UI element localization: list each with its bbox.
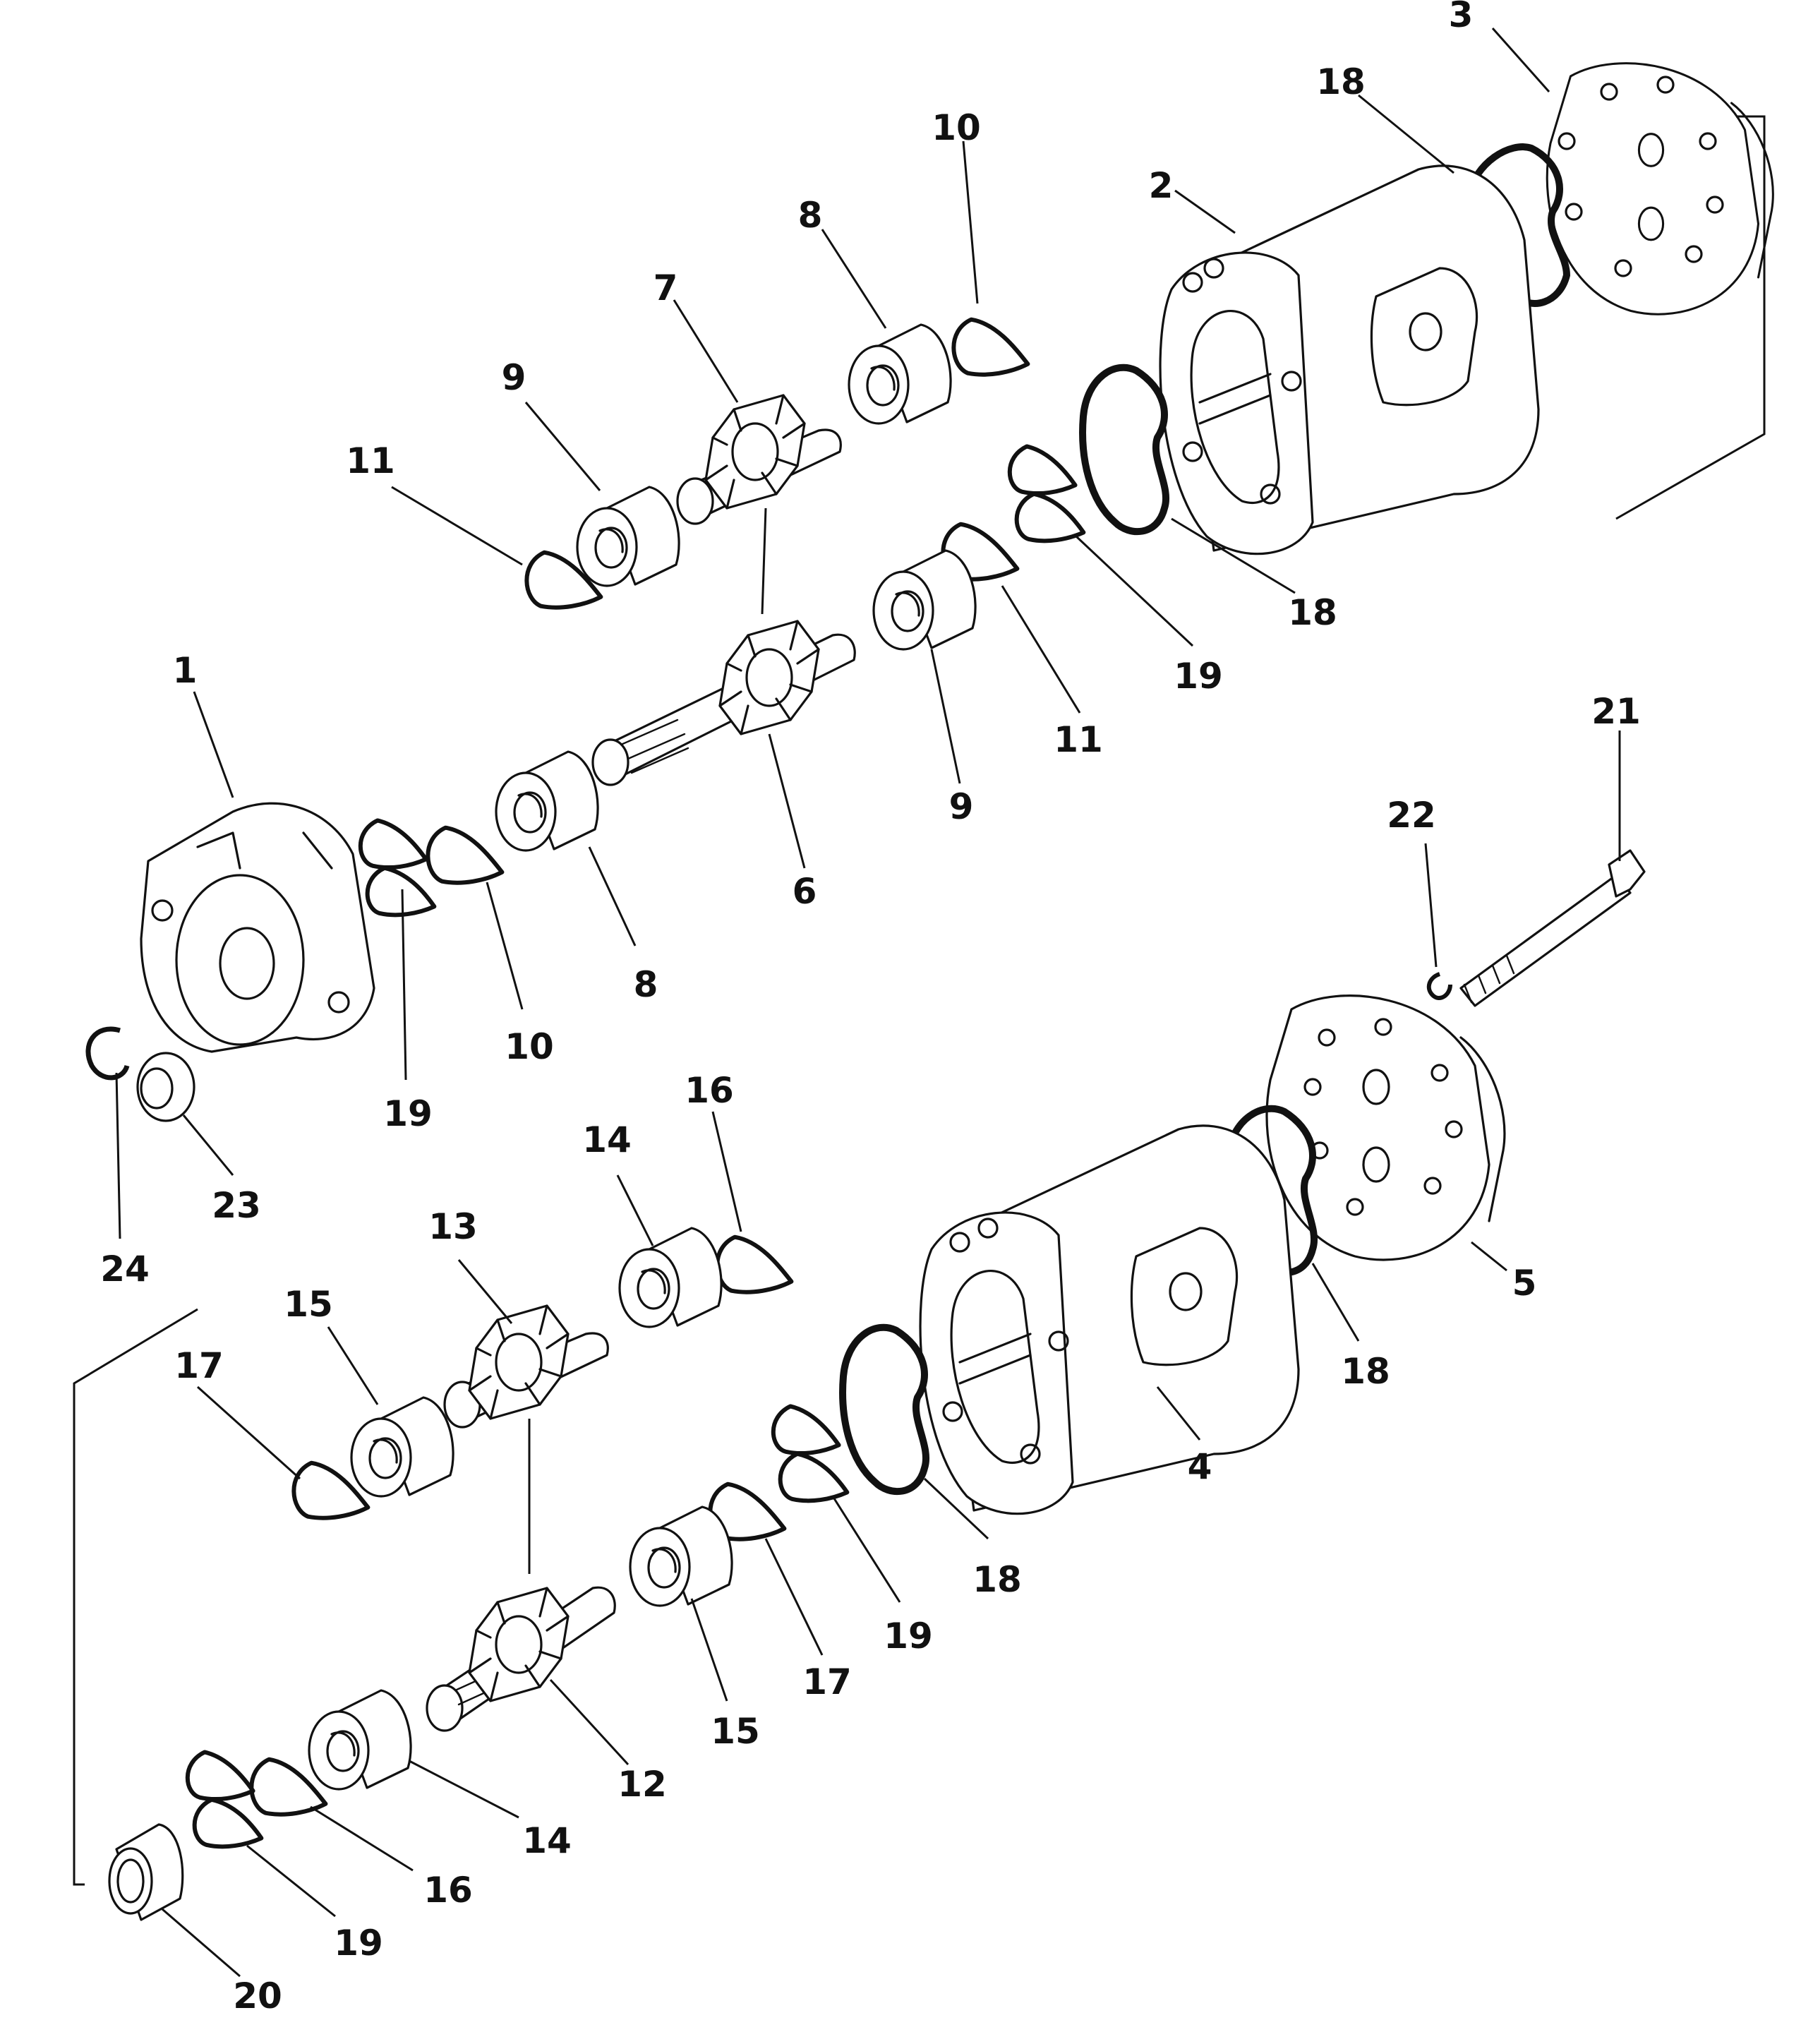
bushing-9-upper: [576, 486, 680, 587]
callout-8: 8: [634, 964, 658, 1005]
bushing-9-mid: [872, 549, 977, 651]
callout-8: 8: [798, 195, 823, 236]
seal-19-double-lower-left: [182, 1745, 262, 1852]
callout-18: 18: [972, 1559, 1022, 1600]
through-bolt-21: [1459, 849, 1646, 1007]
seal-19-double-upper: [1004, 439, 1084, 546]
bushing-14-upper: [618, 1227, 723, 1328]
drive-shaft-gear-6: [591, 620, 856, 786]
bushing-14-lower: [308, 1689, 412, 1791]
o-ring-18-upper-mid: [1079, 363, 1169, 535]
oil-seal-23: [136, 1052, 195, 1122]
bushing-15-lower: [629, 1505, 733, 1607]
gear-housing-2: [1159, 164, 1540, 555]
callout-7: 7: [653, 267, 678, 308]
needle-bearing-20: [108, 1823, 184, 1921]
bushing-8-upper: [848, 323, 952, 425]
callout-9: 9: [949, 786, 974, 827]
callout-10: 10: [505, 1026, 554, 1067]
callout-19: 19: [383, 1093, 433, 1134]
leader-lines: [115, 28, 1621, 1978]
callout-22: 22: [1387, 795, 1436, 836]
snap-ring-24: [85, 1026, 130, 1081]
gear-alignment-line-upper: [761, 507, 767, 615]
gear-housing-4: [919, 1124, 1300, 1515]
callout-10: 10: [932, 107, 981, 148]
callout-12: 12: [618, 1764, 667, 1805]
callout-6: 6: [793, 871, 817, 912]
washer-22: [1426, 972, 1452, 1000]
callout-5: 5: [1512, 1263, 1537, 1304]
bushing-8-lower: [495, 750, 599, 852]
callout-15: 15: [284, 1284, 333, 1325]
seal-16-upper: [713, 1229, 793, 1298]
callout-2: 2: [1149, 165, 1174, 206]
callout-24: 24: [100, 1249, 150, 1289]
callout-3: 3: [1449, 0, 1474, 35]
bushing-15-upper: [350, 1396, 454, 1498]
driven-gear-7: [676, 394, 842, 525]
callout-16: 16: [685, 1070, 734, 1111]
callout-15: 15: [711, 1711, 760, 1752]
callout-18: 18: [1288, 592, 1337, 633]
callout-23: 23: [212, 1185, 261, 1226]
callout-11: 11: [1054, 719, 1103, 760]
callout-13: 13: [428, 1206, 478, 1247]
callout-19: 19: [884, 1616, 933, 1657]
callout-4: 4: [1188, 1446, 1212, 1487]
callout-17: 17: [802, 1661, 852, 1702]
callout-14: 14: [522, 1820, 572, 1861]
seal-19-double-left: [355, 813, 435, 920]
seal-10-lower: [423, 819, 503, 889]
seal-19-double-lower-mid: [768, 1399, 848, 1506]
callout-14: 14: [582, 1119, 632, 1160]
end-cover-plate-5: [1265, 994, 1506, 1261]
callout-18: 18: [1341, 1351, 1390, 1392]
seal-10-upper: [949, 311, 1029, 380]
callout-20: 20: [233, 1976, 282, 2016]
assembly-bracket-upper: [1615, 115, 1766, 520]
o-ring-18-lower-mid: [839, 1323, 929, 1495]
assembly-bracket-lower: [73, 1308, 198, 1886]
callout-19: 19: [334, 1923, 383, 1964]
callout-11: 11: [346, 440, 395, 481]
callout-21: 21: [1591, 691, 1641, 732]
drive-gear-12: [426, 1586, 616, 1732]
driven-gear-13: [443, 1304, 609, 1429]
callout-9: 9: [502, 357, 526, 398]
callout-16: 16: [423, 1870, 473, 1911]
callout-1: 1: [173, 650, 198, 691]
callout-labels: 3 18 10 2 8 7 9 11 18 19 11 9 1 6 8 10 1…: [100, 0, 1641, 2016]
end-cover-plate-3: [1546, 62, 1774, 315]
callout-18: 18: [1316, 61, 1366, 102]
callout-17: 17: [174, 1345, 224, 1386]
mounting-flange-1: [140, 802, 375, 1053]
callout-19: 19: [1174, 656, 1223, 697]
